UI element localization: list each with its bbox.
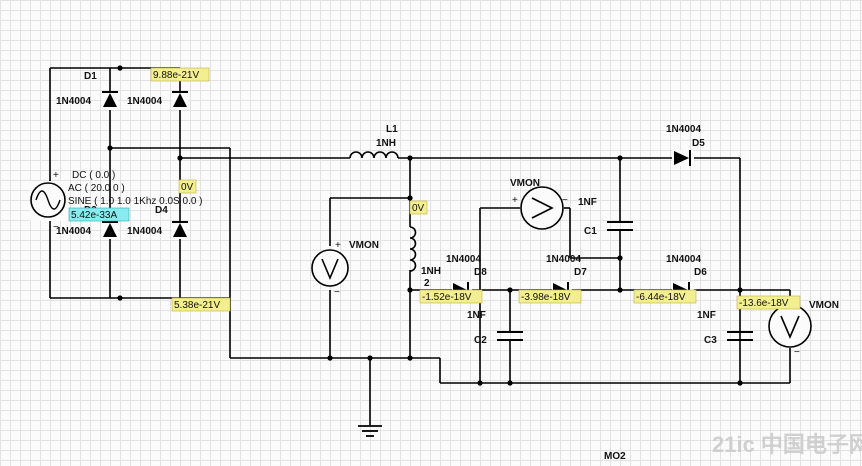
source-ac-param: AC ( 20.0 0 ) xyxy=(68,183,125,194)
c3-value: 1NF xyxy=(697,310,716,321)
svg-text:5.42e-33A: 5.42e-33A xyxy=(71,210,117,221)
svg-text:−: − xyxy=(562,195,568,206)
diode-d1[interactable] xyxy=(102,91,118,110)
source-dc-param: DC ( 0.0 ) xyxy=(72,170,115,181)
d6-ref: D6 xyxy=(694,267,707,278)
svg-text:+: + xyxy=(335,240,341,251)
voltmeter-icon xyxy=(311,249,349,287)
c1-ref: C1 xyxy=(584,226,597,237)
ground-icon xyxy=(358,425,382,437)
l1-value: 1NH xyxy=(376,138,396,149)
c1-value: 1NF xyxy=(578,197,597,208)
svg-text:0V: 0V xyxy=(412,203,425,214)
diode-d5[interactable] xyxy=(672,150,694,166)
probe-l2[interactable]: 0V xyxy=(409,200,428,215)
capacitor-c1[interactable] xyxy=(607,221,633,231)
l1-ref: L1 xyxy=(386,124,398,135)
probe-mid[interactable]: 0V xyxy=(178,179,197,194)
inductor-l1[interactable] xyxy=(349,151,399,159)
d5-ref: D5 xyxy=(692,138,705,149)
d4-part: 1N4004 xyxy=(127,226,162,237)
d6-part: 1N4004 xyxy=(666,254,701,265)
c3-ref: C3 xyxy=(704,335,717,346)
d3-part: 1N4004 xyxy=(56,226,91,237)
voltmeter-left[interactable]: + − xyxy=(311,240,349,298)
probe-d7[interactable]: -3.98e-18V xyxy=(518,289,582,304)
d2-part: 1N4004 xyxy=(127,96,162,107)
vmon-right-label: VMON xyxy=(809,300,839,311)
vmon-mid-label: VMON xyxy=(510,178,540,189)
probe-bottom[interactable]: 5.38e-21V xyxy=(171,297,231,312)
minus-marker: − xyxy=(53,222,59,233)
svg-text:0V: 0V xyxy=(181,182,194,193)
watermark-logo: 21ic 中国电子网 xyxy=(712,432,862,457)
d1-part: 1N4004 xyxy=(56,96,91,107)
d5-part: 1N4004 xyxy=(666,124,701,135)
c2-ref: C2 xyxy=(474,335,487,346)
diode-d3[interactable] xyxy=(102,221,118,239)
svg-text:−: − xyxy=(334,287,340,298)
voltmeter-mid[interactable]: + − xyxy=(512,186,568,230)
vmon-left-label: VMON xyxy=(349,240,379,251)
d7-ref: D7 xyxy=(574,267,587,278)
capacitor-c3[interactable] xyxy=(727,331,753,341)
svg-text:9.88e-21V: 9.88e-21V xyxy=(153,70,199,81)
svg-text:-3.98e-18V: -3.98e-18V xyxy=(521,292,571,303)
voltmeter-icon xyxy=(768,304,812,348)
voltmeter-icon xyxy=(520,186,564,230)
wires xyxy=(49,67,791,425)
diode-d2[interactable] xyxy=(172,91,188,110)
d4-ref: D4 xyxy=(155,205,168,216)
d8-ref: D8 xyxy=(474,267,487,278)
svg-text:5.38e-21V: 5.38e-21V xyxy=(174,300,220,311)
source-sine-param: SINE ( 1.0 1.0 1Khz 0.0S 0.0 ) xyxy=(68,196,203,207)
plus-marker: + xyxy=(53,170,59,181)
probe-out[interactable]: -13.6e-18V xyxy=(736,295,801,310)
schematic-title: MO2 xyxy=(604,451,626,462)
probe-top[interactable]: 9.88e-21V xyxy=(150,67,210,82)
probe-current[interactable]: 5.42e-33A xyxy=(68,207,130,222)
probe-d6[interactable]: -6.44e-18V xyxy=(633,289,697,304)
probe-d8[interactable]: -1.52e-18V xyxy=(419,289,483,304)
d8-part: 1N4004 xyxy=(446,254,481,265)
svg-text:+: + xyxy=(512,195,518,206)
svg-text:-6.44e-18V: -6.44e-18V xyxy=(636,292,686,303)
svg-text:−: − xyxy=(794,347,800,358)
ac-source[interactable]: + − xyxy=(30,170,70,233)
d7-part: 1N4004 xyxy=(546,254,581,265)
inductor-l2[interactable] xyxy=(409,226,417,272)
c2-value: 1NF xyxy=(467,310,486,321)
capacitor-c2[interactable] xyxy=(497,331,523,341)
d1-ref: D1 xyxy=(84,71,97,82)
l2-ref: 2 xyxy=(424,278,430,289)
svg-text:-1.52e-18V: -1.52e-18V xyxy=(422,292,472,303)
diode-d4[interactable] xyxy=(172,221,188,239)
l2-value: 1NH xyxy=(421,266,441,277)
svg-text:-13.6e-18V: -13.6e-18V xyxy=(739,298,789,309)
junction-dots xyxy=(107,65,743,386)
